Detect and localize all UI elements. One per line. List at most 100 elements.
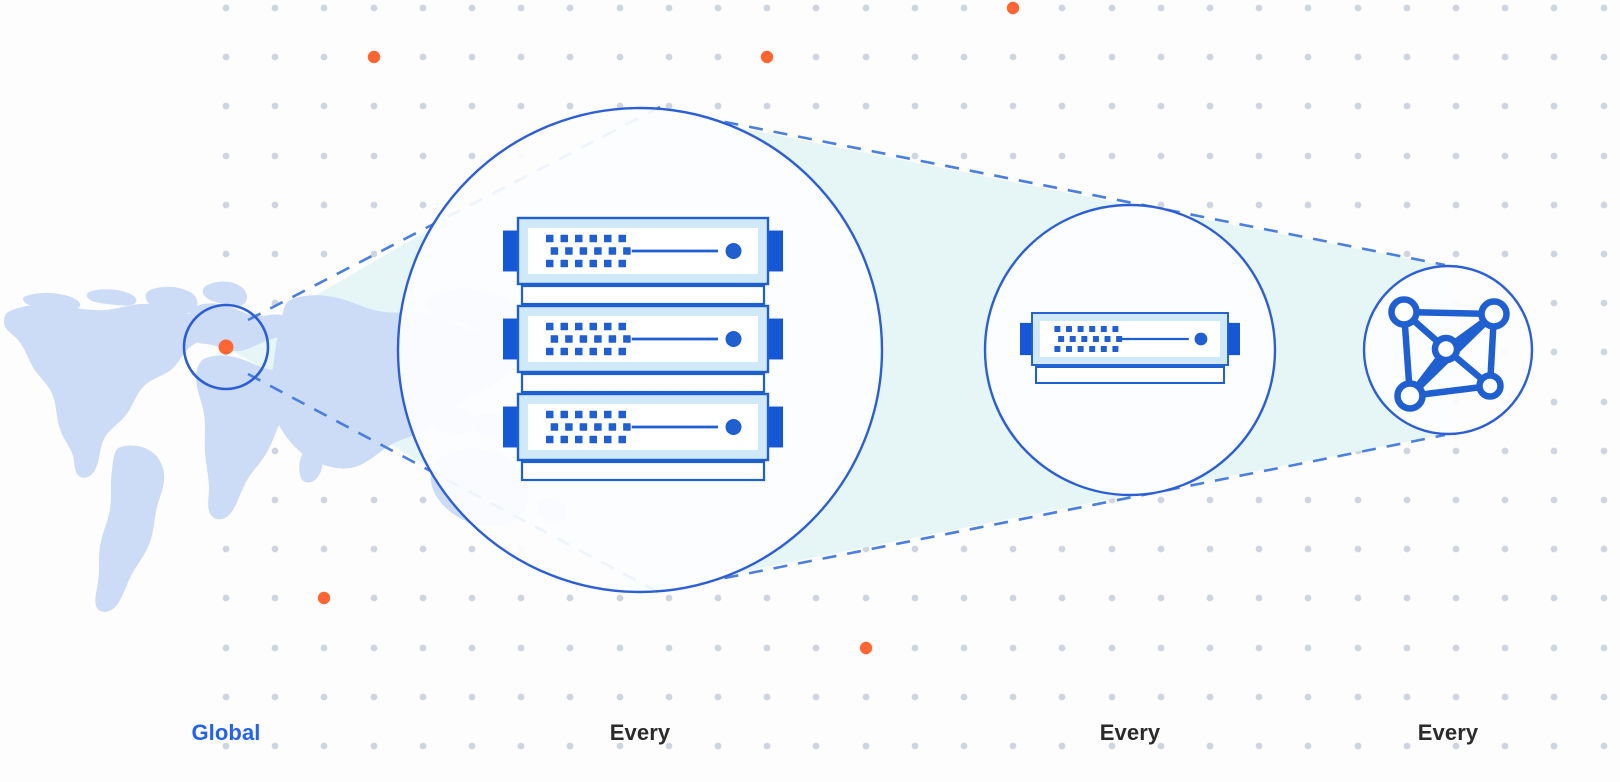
grid-dot xyxy=(1403,693,1411,701)
vent-dot xyxy=(1112,326,1119,332)
grid-dot xyxy=(1354,594,1362,602)
grid-dot xyxy=(763,102,771,110)
grid-dot xyxy=(1550,299,1558,307)
grid-dot xyxy=(1108,693,1116,701)
grid-dot xyxy=(1206,496,1214,504)
grid-dot xyxy=(1600,53,1608,61)
server-indicator-dot xyxy=(1194,332,1208,346)
server-indicator-dot xyxy=(725,243,742,259)
grid-dot xyxy=(1550,447,1558,455)
grid-dot xyxy=(419,102,427,110)
grid-dot xyxy=(1108,644,1116,652)
grid-dot xyxy=(1255,742,1263,750)
grid-dot xyxy=(812,4,820,12)
vent-dot xyxy=(565,247,573,255)
grid-dot xyxy=(1304,152,1312,160)
vent-dot xyxy=(623,335,631,343)
grid-dot xyxy=(1108,53,1116,61)
accent-dot xyxy=(317,591,331,605)
grid-dot xyxy=(1452,201,1460,209)
grid-dot xyxy=(616,644,624,652)
grid-dot xyxy=(222,250,230,258)
grid-dot xyxy=(1600,447,1608,455)
vent-dot xyxy=(594,247,602,255)
vent-dot xyxy=(575,259,583,268)
vent-dot xyxy=(618,234,626,243)
accent-dot xyxy=(367,50,381,64)
grid-dot xyxy=(1157,594,1165,602)
grid-dot xyxy=(1452,102,1460,110)
grid-dot xyxy=(1354,742,1362,750)
grid-dot xyxy=(1206,201,1214,209)
grid-dot xyxy=(1058,4,1066,12)
grid-dot xyxy=(1058,594,1066,602)
vent-dot xyxy=(575,347,583,356)
grid-dot xyxy=(370,693,378,701)
network-node-bottom-left xyxy=(1394,380,1426,412)
vent-dot xyxy=(1089,326,1096,332)
grid-dot xyxy=(271,496,279,504)
grid-dot xyxy=(271,742,279,750)
rack-rail xyxy=(520,460,766,482)
rack-rail xyxy=(520,372,766,394)
grid-dot xyxy=(1206,102,1214,110)
vent-dot xyxy=(546,410,554,419)
grid-dot xyxy=(1501,152,1509,160)
grid-dot xyxy=(1009,742,1017,750)
grid-dot xyxy=(665,102,673,110)
grid-dot xyxy=(862,693,870,701)
label-line-1: Every xyxy=(609,720,671,745)
grid-dot xyxy=(1501,742,1509,750)
grid-dot xyxy=(1452,53,1460,61)
grid-dot xyxy=(960,742,968,750)
grid-dot xyxy=(1206,53,1214,61)
grid-dot xyxy=(1403,4,1411,12)
grid-dot xyxy=(862,594,870,602)
vent-dot xyxy=(1058,336,1065,342)
grid-dot xyxy=(665,742,673,750)
grid-dot xyxy=(517,4,525,12)
grid-dot xyxy=(468,102,476,110)
grid-dot xyxy=(222,53,230,61)
grid-dot xyxy=(320,545,328,553)
dashed-connector-4 xyxy=(699,433,1446,585)
grid-dot xyxy=(1058,102,1066,110)
grid-dot xyxy=(714,644,722,652)
grid-dot xyxy=(812,644,820,652)
vent-dot xyxy=(608,247,617,255)
grid-dot xyxy=(812,53,820,61)
grid-dot xyxy=(468,545,476,553)
network-nodes-icon xyxy=(1388,296,1510,412)
grid-dot xyxy=(1157,496,1165,504)
grid-dot xyxy=(1157,152,1165,160)
grid-dot xyxy=(1501,644,1509,652)
grid-dot xyxy=(1452,594,1460,602)
grid-dot xyxy=(468,4,476,12)
vent-dot xyxy=(579,247,588,255)
vent-dot xyxy=(1081,336,1088,342)
grid-dot xyxy=(763,693,771,701)
grid-dot xyxy=(1009,53,1017,61)
server-side-tab xyxy=(503,318,521,360)
grid-dot xyxy=(1452,693,1460,701)
grid-dot xyxy=(468,742,476,750)
vent-dot xyxy=(618,322,626,331)
grid-dot xyxy=(665,53,673,61)
grid-dot xyxy=(862,4,870,12)
grid-dot xyxy=(1550,348,1558,356)
grid-dot xyxy=(1354,201,1362,209)
vent-dot xyxy=(560,234,568,243)
grid-dot xyxy=(960,102,968,110)
grid-dot xyxy=(1354,4,1362,12)
vent-dot xyxy=(575,435,583,444)
grid-dot xyxy=(1452,4,1460,12)
vent-dot xyxy=(623,247,631,255)
grid-dot xyxy=(1550,250,1558,258)
grid-dot xyxy=(1304,693,1312,701)
grid-dot xyxy=(419,742,427,750)
grid-dot xyxy=(1009,545,1017,553)
grid-dot xyxy=(1600,299,1608,307)
grid-dot xyxy=(1600,693,1608,701)
